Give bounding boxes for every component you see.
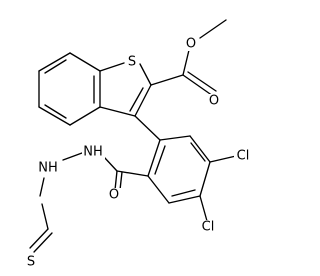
bond xyxy=(119,171,123,191)
bond-lines xyxy=(29,19,237,253)
bond xyxy=(182,49,190,76)
bond xyxy=(33,232,53,253)
bond xyxy=(147,175,170,204)
atom-label-hydrazide-nh: NH xyxy=(83,145,103,160)
bond xyxy=(99,106,136,117)
bond xyxy=(69,52,101,72)
bond xyxy=(134,84,152,117)
bond xyxy=(139,63,152,86)
bond xyxy=(154,145,166,175)
bond xyxy=(39,177,45,197)
bond xyxy=(44,104,67,119)
bond xyxy=(62,152,83,161)
bond xyxy=(159,135,191,141)
bond xyxy=(147,139,161,177)
atom-label-chlorine-upper: Cl xyxy=(237,149,250,164)
bond xyxy=(199,195,208,222)
bond xyxy=(187,71,217,92)
bond xyxy=(38,52,71,72)
bond xyxy=(134,115,161,141)
atom-labels: S O O O Cl Cl NH NH S xyxy=(24,37,252,270)
bond xyxy=(129,87,144,112)
bond xyxy=(69,106,101,126)
atom-label-ester-carbonyl-oxygen: O xyxy=(209,94,219,109)
atom-label-amide-oxygen: O xyxy=(109,188,119,203)
bond xyxy=(189,135,211,163)
bond xyxy=(38,106,71,126)
atom-label-ester-ether-oxygen: O xyxy=(186,37,196,52)
bond xyxy=(103,156,118,172)
bond xyxy=(44,59,67,74)
bond xyxy=(209,155,237,163)
atom-label-ring-sulfur: S xyxy=(128,55,136,70)
bond xyxy=(150,74,184,86)
bond xyxy=(29,228,49,249)
atom-label-thioformyl-sulfur: S xyxy=(27,255,35,270)
bond xyxy=(199,161,211,197)
bond xyxy=(182,74,214,97)
bond xyxy=(41,203,49,230)
atom-label-chlorine-lower: Cl xyxy=(202,220,215,235)
bond xyxy=(114,170,118,191)
atom-label-hydrazine-nh: NH xyxy=(38,161,58,176)
chemical-structure-diagram: S O O O Cl Cl NH NH S xyxy=(24,19,252,270)
bond xyxy=(199,19,227,39)
bond xyxy=(168,195,201,204)
bond xyxy=(99,62,125,72)
bond xyxy=(171,189,196,197)
bond xyxy=(190,142,206,162)
